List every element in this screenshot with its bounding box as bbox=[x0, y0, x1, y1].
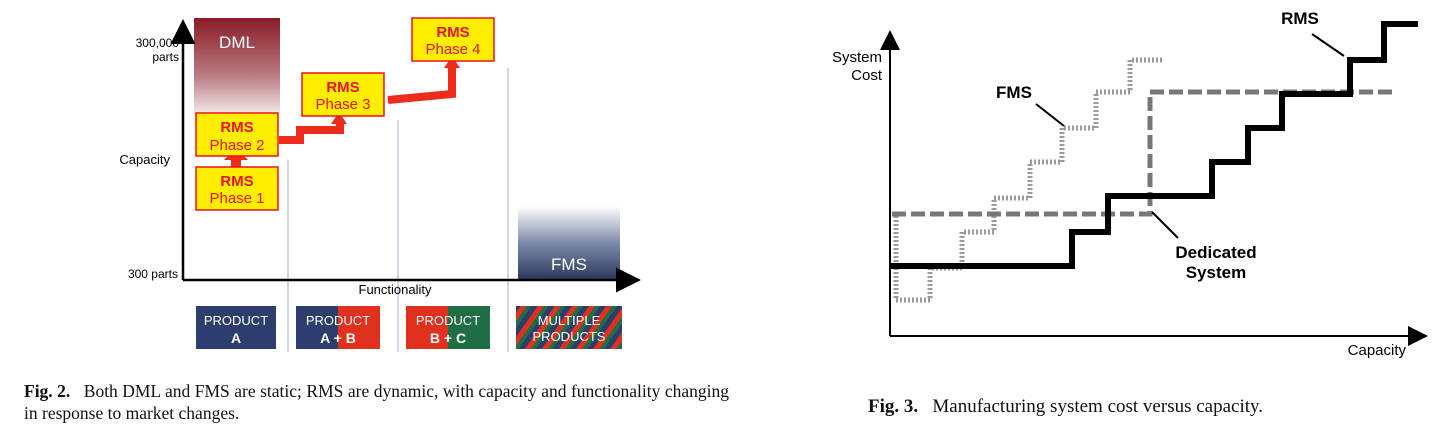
product-a-line1: PRODUCT bbox=[204, 313, 268, 328]
product-multiple-line1: MULTIPLE bbox=[538, 313, 601, 328]
rms-phase-4-box: RMS Phase 4 bbox=[411, 17, 495, 62]
fms-cost-line bbox=[893, 57, 1164, 303]
fig3-label-dedicated-2: System bbox=[1186, 263, 1246, 282]
product-box-ab: PRODUCT A + B bbox=[296, 306, 380, 349]
rms-pointer bbox=[1311, 33, 1345, 57]
product-a-line2: A bbox=[231, 330, 241, 346]
fig3-caption-text: Manufacturing system cost versus capacit… bbox=[932, 396, 1264, 417]
dml-block bbox=[194, 18, 280, 122]
fig3-caption: Fig. 3. Manufacturing system cost versus… bbox=[868, 396, 1263, 418]
product-bc-line1: PRODUCT bbox=[416, 313, 480, 328]
rms-phase-4-phase: Phase 4 bbox=[425, 41, 480, 58]
fig3-x-label: Capacity bbox=[1348, 342, 1407, 359]
fig3-y-label-2: Cost bbox=[851, 67, 883, 84]
fig3-label-rms: RMS bbox=[1281, 9, 1319, 28]
fig2-caption: Fig. 2. Both DML and FMS are static; RMS… bbox=[24, 380, 729, 424]
fig3-label-fms: FMS bbox=[996, 83, 1032, 102]
fig3-caption-label: Fig. 3. bbox=[868, 396, 919, 417]
rms-phase-2-title: RMS bbox=[220, 119, 253, 136]
rms-phase-3-phase: Phase 3 bbox=[315, 96, 370, 113]
rms-phase-2-box: RMS Phase 2 bbox=[195, 112, 279, 157]
rms-phase-2-phase: Phase 2 bbox=[209, 137, 264, 154]
fms-pointer bbox=[1035, 103, 1065, 127]
product-ab-line1: PRODUCT bbox=[306, 313, 370, 328]
product-ab-line2: A + B bbox=[320, 330, 356, 346]
rms-cost-line bbox=[890, 21, 1418, 269]
rms-phase-1-box: RMS Phase 1 bbox=[195, 166, 279, 211]
product-multiple-line2: PRODUCTS bbox=[533, 329, 606, 344]
rms-phase-3-title: RMS bbox=[326, 79, 359, 96]
y-bottom-label: 300 parts bbox=[128, 267, 178, 281]
fms-label: FMS bbox=[551, 255, 587, 274]
y-top-label-1: 300,000 bbox=[136, 36, 180, 50]
fig3-y-label-1: System bbox=[832, 49, 882, 66]
dedicated-pointer bbox=[1151, 211, 1179, 239]
product-box-a: PRODUCT A bbox=[196, 306, 276, 349]
product-box-multiple: MULTIPLE PRODUCTS bbox=[516, 306, 622, 349]
y-top-label-2: parts bbox=[152, 50, 179, 64]
rms-phase-1-title: RMS bbox=[220, 173, 253, 190]
dml-label: DML bbox=[219, 33, 255, 52]
fig2-caption-label: Fig. 2. bbox=[24, 381, 71, 401]
y-mid-label: Capacity bbox=[119, 152, 170, 167]
rms-phase-4-title: RMS bbox=[436, 24, 469, 41]
fig2-caption-text: Both DML and FMS are static; RMS are dyn… bbox=[24, 381, 729, 423]
fig2-diagram: DML FMS 300,000 parts Capacity 300 parts… bbox=[119, 17, 641, 352]
rms-phase-1-phase: Phase 1 bbox=[209, 190, 264, 207]
product-bc-line2: B + C bbox=[430, 330, 466, 346]
rms-phase-3-box: RMS Phase 3 bbox=[301, 72, 385, 117]
fms-block bbox=[518, 206, 620, 280]
x-axis-label: Functionality bbox=[359, 282, 432, 297]
fig3-diagram: System Cost Capacity FMS RMS Dedicated S… bbox=[832, 9, 1428, 359]
dedicated-cost-line bbox=[892, 89, 1396, 217]
rms-arrows bbox=[224, 56, 460, 171]
product-box-bc: PRODUCT B + C bbox=[406, 306, 490, 349]
fig3-label-dedicated-1: Dedicated bbox=[1175, 243, 1256, 262]
